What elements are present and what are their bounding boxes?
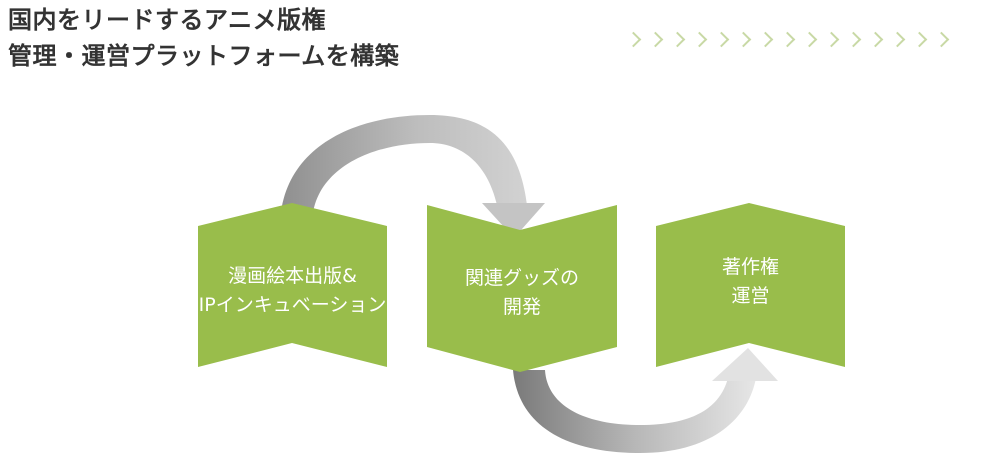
title-line-1: 国内をリードするアニメ版権 [8,6,327,34]
step-1-line-2: IPインキュベーション [198,294,387,316]
step-1-line-1: 漫画絵本出版& [228,265,357,287]
step-2-line-1: 関連グッズの [464,267,579,289]
arrow-bottom [513,348,778,453]
title-line-2: 管理・運営プラットフォームを構築 [8,42,400,70]
arrow-top [280,115,545,238]
arrow-bottom-head [712,348,778,381]
step-2-label: 関連グッズの 開発 [427,264,617,322]
step-3-label: 著作権 運営 [656,253,845,311]
step-3-line-1: 著作権 [721,256,779,278]
step-box-1 [198,203,387,367]
step-box-2 [427,205,617,372]
step-1-label: 漫画絵本出版& IPインキュベーション [198,262,387,320]
arrow-bottom-body [513,370,756,453]
arrow-top-head [482,203,545,238]
step-3-line-2: 運営 [731,285,770,307]
page-title: 国内をリードするアニメ版権 管理・運営プラットフォームを構築 [8,2,399,74]
step-2-line-2: 開発 [502,296,541,318]
step-box-3 [656,203,845,367]
arrow-top-body [280,115,527,225]
